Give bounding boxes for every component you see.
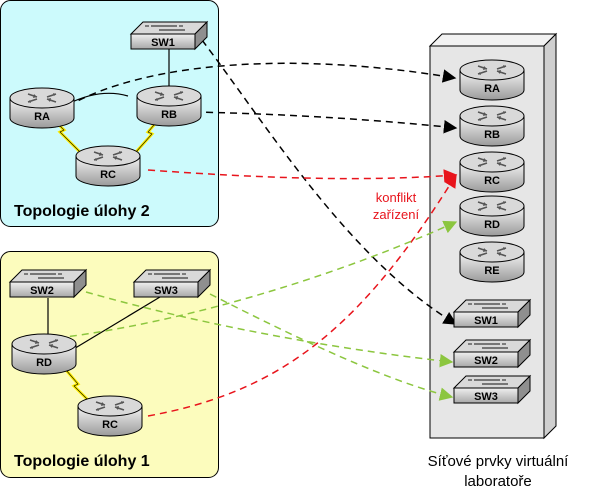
switch-sw2: SW2 bbox=[9, 269, 87, 298]
device-label: SW1 bbox=[474, 315, 498, 327]
lab-router-rb: RB bbox=[459, 105, 525, 147]
lab-router-rc: RC bbox=[459, 151, 525, 193]
device-label: RB bbox=[161, 109, 177, 121]
router-rd: RD bbox=[11, 333, 77, 375]
conflict-note-line2: zařízení bbox=[373, 207, 420, 222]
device-label: SW2 bbox=[30, 285, 54, 297]
mapping-arrow-sw1 bbox=[201, 39, 458, 325]
topology-1-panel bbox=[0, 251, 219, 478]
mapping-arrow-rb bbox=[193, 111, 458, 134]
device-label: RC bbox=[102, 419, 118, 431]
router-rb: RB bbox=[136, 85, 202, 127]
lab-switch-sw3: SW3 bbox=[453, 375, 531, 404]
link-sw3-rd bbox=[71, 296, 161, 351]
device-label: RB bbox=[484, 129, 500, 141]
lab-router-re: RE bbox=[459, 241, 525, 283]
topology-2-panel bbox=[0, 0, 219, 227]
router-rc-task2: RC bbox=[75, 145, 141, 187]
device-label: SW1 bbox=[151, 37, 175, 49]
lab-switch-sw2: SW2 bbox=[453, 339, 531, 368]
switch-sw1: SW1 bbox=[130, 21, 208, 50]
lab-switch-sw1: SW1 bbox=[453, 299, 531, 328]
device-label: RC bbox=[100, 169, 116, 181]
topology-2-title: Topologie úlohy 2 bbox=[14, 203, 150, 220]
router-rc-task1: RC bbox=[77, 395, 143, 437]
router-ra: RA bbox=[9, 87, 75, 129]
lab-router-rd: RD bbox=[459, 195, 525, 237]
mapping-arrow-rd bbox=[57, 220, 458, 339]
lab-router-ra: RA bbox=[459, 59, 525, 101]
mapping-arrow-rc-task1 bbox=[147, 173, 457, 417]
device-label: RC bbox=[484, 175, 500, 187]
device-label: SW2 bbox=[474, 355, 498, 367]
mapping-arrow-ra bbox=[67, 62, 457, 107]
device-label: RD bbox=[484, 219, 500, 231]
lab-caption-line2: laboratoře bbox=[464, 473, 532, 490]
mapping-arrow-sw3 bbox=[209, 293, 454, 401]
switch-sw3: SW3 bbox=[133, 269, 211, 298]
device-label: SW3 bbox=[154, 285, 178, 297]
device-label: RA bbox=[484, 83, 500, 95]
conflict-note-line1: konflikt bbox=[376, 190, 417, 205]
device-label: RD bbox=[36, 357, 52, 369]
device-label: RA bbox=[34, 111, 50, 123]
lab-caption-line1: Síťové prvky virtuální bbox=[428, 453, 570, 470]
device-label: SW3 bbox=[474, 391, 498, 403]
device-label: RE bbox=[484, 265, 499, 277]
topology-1-title: Topologie úlohy 1 bbox=[14, 453, 150, 470]
mapping-arrow-rc-task2 bbox=[147, 169, 458, 183]
